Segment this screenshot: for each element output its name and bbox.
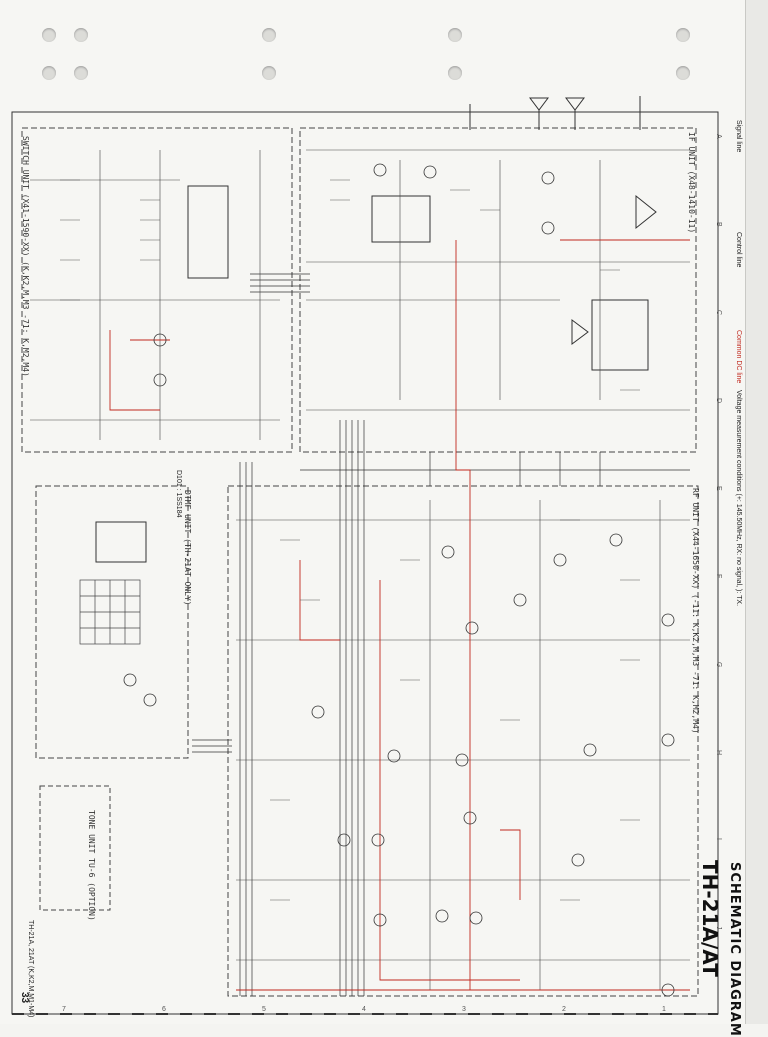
- dtmf-unit-label: DTMF UNIT (TH-21AT ONLY): [183, 490, 192, 606]
- switch-unit-label: SWITCH UNIT (X41-1590-XX) (K,K2,M,M3 -71…: [21, 136, 30, 377]
- switch-ic: [187, 185, 229, 279]
- binder-hole-icon: [42, 66, 56, 80]
- row-marker: D: [715, 398, 722, 404]
- schematic-subtitle-visible: SCHEMATIC DIAGRAM: [727, 862, 742, 1037]
- row-marker: A: [715, 134, 722, 139]
- binder-hole-icon: [74, 66, 88, 80]
- rf-unit-label: RF UNIT (X44-1650-XX) (-11: K,K2,M,M3 -7…: [691, 488, 700, 734]
- row-marker: C: [715, 310, 722, 316]
- rails: [30, 149, 690, 990]
- row-marker: I: [715, 838, 722, 840]
- binder-hole-icon: [676, 66, 690, 80]
- legend-control-line: Control line: [735, 232, 742, 268]
- if-unit-label: IF UNIT (X48-1410-11): [687, 132, 696, 234]
- legend-common-dc-line: Common DC line: [735, 330, 742, 384]
- col-marker: 5: [262, 1006, 266, 1013]
- col-marker: 4: [362, 1006, 366, 1013]
- col-marker: 1: [662, 1006, 666, 1013]
- binder-hole-icon: [448, 28, 462, 42]
- dtmf-keypad: [79, 579, 141, 645]
- tone-unit-box: [39, 785, 111, 911]
- col-marker: 2: [562, 1006, 566, 1013]
- row-marker: B: [715, 222, 722, 227]
- row-marker: F: [715, 574, 722, 579]
- row-marker: J: [715, 926, 722, 930]
- rf-unit-box: [227, 485, 699, 997]
- tone-unit-label: TONE UNIT TU-6 (OPTION): [87, 810, 96, 921]
- binder-hole-icon: [262, 66, 276, 80]
- opamp-symbol: [635, 194, 657, 230]
- row-marker: E: [715, 486, 722, 491]
- binder-hole-icon: [448, 66, 462, 80]
- if-unit-box: [299, 127, 697, 453]
- transistor-symbols: [123, 163, 675, 997]
- legend-signal-line: Signal line: [735, 120, 742, 153]
- binder-hole-icon: [262, 28, 276, 42]
- col-marker: 7: [62, 1006, 66, 1013]
- row-marker: H: [715, 750, 722, 756]
- switch-unit-box: [21, 127, 293, 453]
- antenna-symbols: [469, 96, 641, 130]
- binder-edge: [745, 0, 768, 1024]
- opamp-symbol: [571, 319, 589, 345]
- binder-hole-icon: [676, 28, 690, 42]
- dtmf-unit-box: [35, 485, 189, 759]
- legend-voltage-note: Voltage measurement conditions (+: 145.5…: [735, 390, 742, 607]
- drawing-frame: [11, 111, 719, 1015]
- row-marker: G: [715, 662, 722, 668]
- dtmf-ic: [95, 521, 147, 563]
- page-number: 33: [19, 992, 30, 1004]
- if-ic-2: [591, 299, 649, 371]
- part-reference: D101 : 1SS184: [175, 470, 182, 518]
- binder-hole-icon: [74, 28, 88, 42]
- col-marker: 3: [462, 1006, 466, 1013]
- component-marks: [60, 179, 640, 901]
- if-ic-1: [371, 195, 431, 243]
- common-dc-lines: [109, 239, 690, 991]
- schematic-title: TH-21A/AT: [698, 860, 722, 977]
- col-marker: 6: [162, 1006, 166, 1013]
- bus-lines: [192, 273, 690, 996]
- binder-hole-icon: [42, 28, 56, 42]
